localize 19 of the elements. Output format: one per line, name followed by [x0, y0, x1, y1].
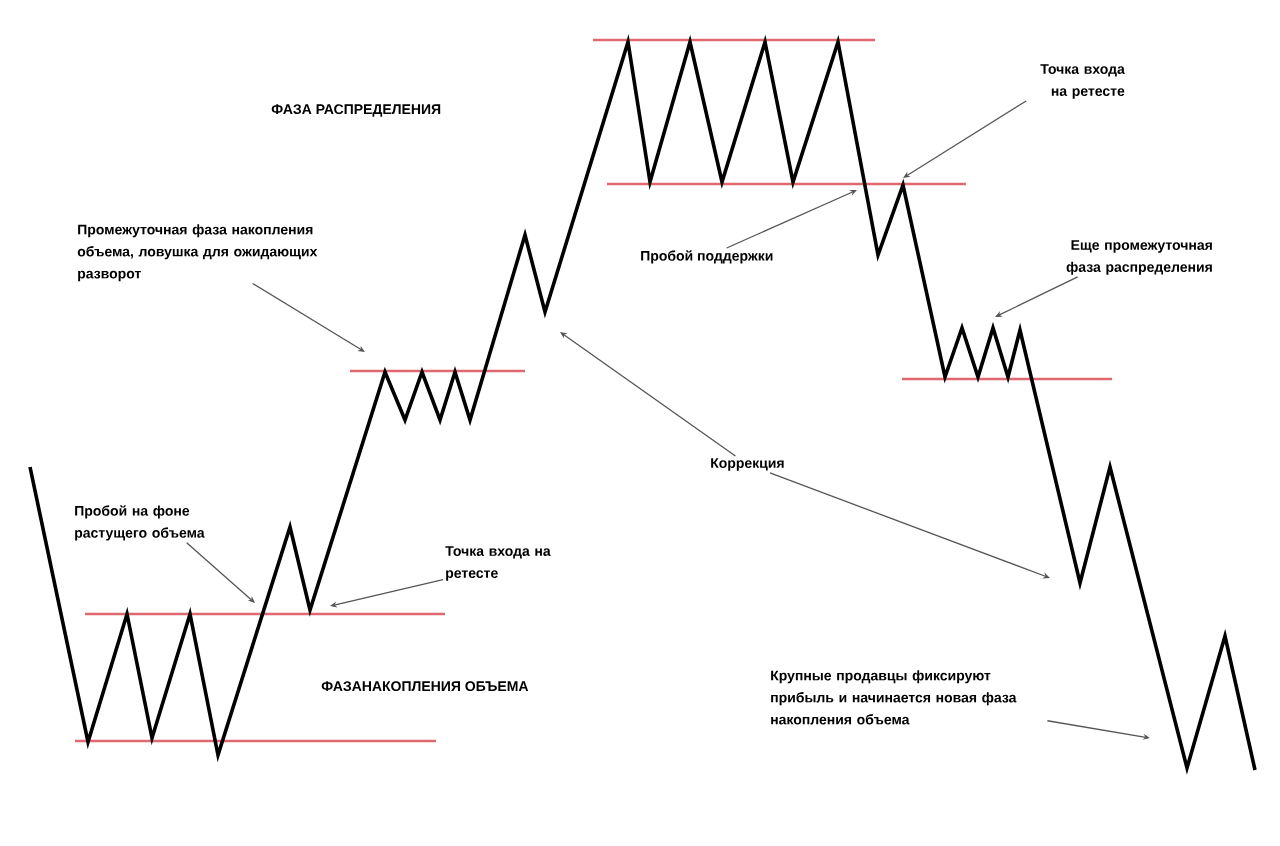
arrow — [903, 100, 1027, 178]
arrow — [769, 472, 1050, 579]
arrow — [995, 276, 1079, 317]
annotation-text: Точка входа на ретесте — [1040, 64, 1125, 99]
annotation-text: Промежуточная фаза накопления объема, ловушка для ожидающих разворот — [77, 224, 318, 282]
annotation-text: Крупные продавцы фиксируют прибыль и начинается новая фаза накопления объема — [771, 670, 1017, 725]
annotation-text: Еще промежуточная фаза распределения — [1066, 240, 1212, 275]
annotation-text: Точка входа на ретесте — [445, 546, 551, 581]
annotation-text: Коррекция — [711, 458, 784, 471]
arrow — [726, 190, 857, 249]
arrow — [251, 282, 365, 352]
phase-title: ФАЗА РАСПРЕДЕЛЕНИЯ — [271, 104, 441, 117]
arrow — [560, 332, 737, 457]
arrow — [1046, 720, 1150, 740]
arrow — [186, 542, 255, 603]
annotation-text: Пробой поддержки — [641, 250, 773, 264]
annotation-text: Пробой на фоне растущего объема — [75, 505, 205, 541]
arrow — [330, 579, 444, 608]
phase-title: ФАЗАНАКОПЛЕНИЯ ОБЪЕМА — [321, 681, 529, 692]
